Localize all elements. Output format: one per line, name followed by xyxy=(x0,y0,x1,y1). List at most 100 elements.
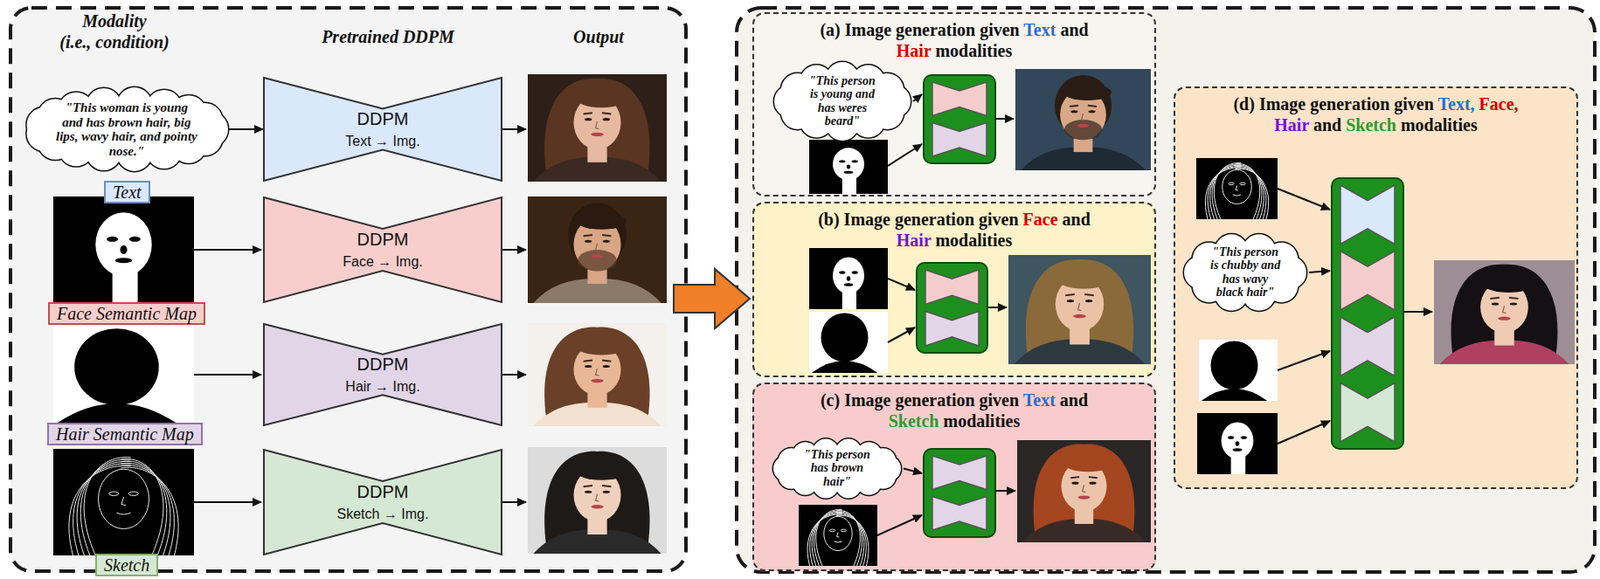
arrow xyxy=(987,306,1007,309)
bowtie xyxy=(1340,383,1395,444)
sketch-stroke xyxy=(1207,166,1241,220)
word: (b) xyxy=(817,209,839,229)
word: hair, xyxy=(145,115,172,130)
eye xyxy=(602,491,610,494)
word: "This xyxy=(65,100,97,115)
model-name: DDPM xyxy=(357,481,409,503)
image-group xyxy=(53,326,194,423)
word: weres xyxy=(838,101,867,115)
arrow xyxy=(193,374,262,376)
map-background xyxy=(53,326,194,423)
word: "This xyxy=(809,74,839,88)
left-panel xyxy=(10,7,686,572)
text-cloud: "This person is chubby and has wavy blac… xyxy=(1182,231,1309,314)
sub-panel-ground xyxy=(1173,86,1579,490)
panel-title: (c) Image generation given Text and Sket… xyxy=(754,389,1155,432)
sketch-eye xyxy=(109,491,119,496)
mapping-label: Sketch → Img. xyxy=(337,505,430,523)
modality-label: Text xyxy=(103,180,151,204)
map-nose xyxy=(846,276,852,282)
column-header: Pretrained DDPM xyxy=(256,26,520,48)
bowtie-shape xyxy=(263,196,503,304)
word: young xyxy=(821,87,853,101)
label-text: Sketch xyxy=(103,555,150,575)
lips xyxy=(1077,124,1090,128)
image-group xyxy=(1017,440,1151,543)
word: and xyxy=(1062,209,1091,229)
map-shoulders xyxy=(57,403,176,423)
word: pointy xyxy=(163,129,197,144)
sub-panel-ground xyxy=(752,12,1157,197)
eye xyxy=(602,240,610,243)
sketch-stroke xyxy=(813,511,842,567)
map-background xyxy=(1198,339,1278,402)
word: Sketch xyxy=(888,411,940,431)
transition-arrow xyxy=(673,269,750,329)
image-group xyxy=(527,323,667,427)
nose xyxy=(595,243,600,252)
arrow xyxy=(502,128,527,131)
sketch-stroke xyxy=(120,461,167,556)
sketch-stroke xyxy=(120,463,171,556)
eye xyxy=(1072,482,1080,485)
arrow xyxy=(1277,421,1330,444)
arrow xyxy=(887,144,922,167)
image-group xyxy=(1197,413,1278,475)
photo-background xyxy=(1015,69,1151,171)
word: "This xyxy=(803,448,833,462)
ddpm-block: DDPMText → Img. xyxy=(263,76,503,182)
lips xyxy=(590,254,603,258)
sketch-stroke xyxy=(120,459,164,556)
image-group xyxy=(527,447,667,555)
sketch-stroke xyxy=(83,457,131,556)
map-face xyxy=(832,257,865,295)
word: and xyxy=(62,115,83,130)
word: (c) xyxy=(820,390,840,410)
map-mouth xyxy=(115,257,132,264)
bowtie xyxy=(263,77,502,181)
column-header: Output xyxy=(467,26,730,48)
photo-background xyxy=(527,323,667,427)
mapping-label: Text → Img. xyxy=(345,132,420,150)
word: Hair xyxy=(1274,115,1310,135)
eye xyxy=(1509,302,1517,305)
eye xyxy=(1085,299,1093,303)
sketch-stroke xyxy=(836,512,862,567)
fringe xyxy=(576,212,627,230)
map-hair xyxy=(1211,340,1259,390)
bowtie-shape xyxy=(263,449,503,556)
word: is xyxy=(142,100,152,115)
brows xyxy=(1069,105,1097,107)
eye xyxy=(584,240,592,243)
cloud-text: "This person is young and has weres bear… xyxy=(809,74,876,129)
word: Image xyxy=(845,20,892,40)
mapping-label: Hair → Img. xyxy=(345,378,420,395)
nose xyxy=(1081,113,1086,121)
word: Text xyxy=(1023,390,1056,410)
word: modalities xyxy=(1400,115,1478,135)
ddpm-text: DDPMText → Img. xyxy=(263,76,503,182)
brows xyxy=(583,112,612,114)
word: given xyxy=(979,390,1020,410)
sketch-stroke xyxy=(1235,165,1262,220)
ddpm-text: DDPMFace → Img. xyxy=(263,196,503,304)
sketch-stroke xyxy=(76,461,131,556)
word: given xyxy=(978,209,1019,229)
word: person xyxy=(836,448,871,462)
word: hair" xyxy=(823,475,852,489)
sketch-stroke xyxy=(834,541,843,543)
lips xyxy=(1078,495,1091,499)
word: hair, xyxy=(111,129,138,144)
bowtie xyxy=(263,197,502,303)
sketch-stroke xyxy=(69,465,132,556)
eye xyxy=(584,491,592,494)
sketch-stroke xyxy=(836,515,869,567)
sketch-eye xyxy=(830,529,836,533)
sketch-stroke xyxy=(1212,164,1241,220)
lips xyxy=(590,379,603,383)
nose xyxy=(595,121,600,130)
word: wavy xyxy=(1243,272,1269,286)
word: generation xyxy=(894,209,975,229)
word: beard" xyxy=(824,114,860,128)
